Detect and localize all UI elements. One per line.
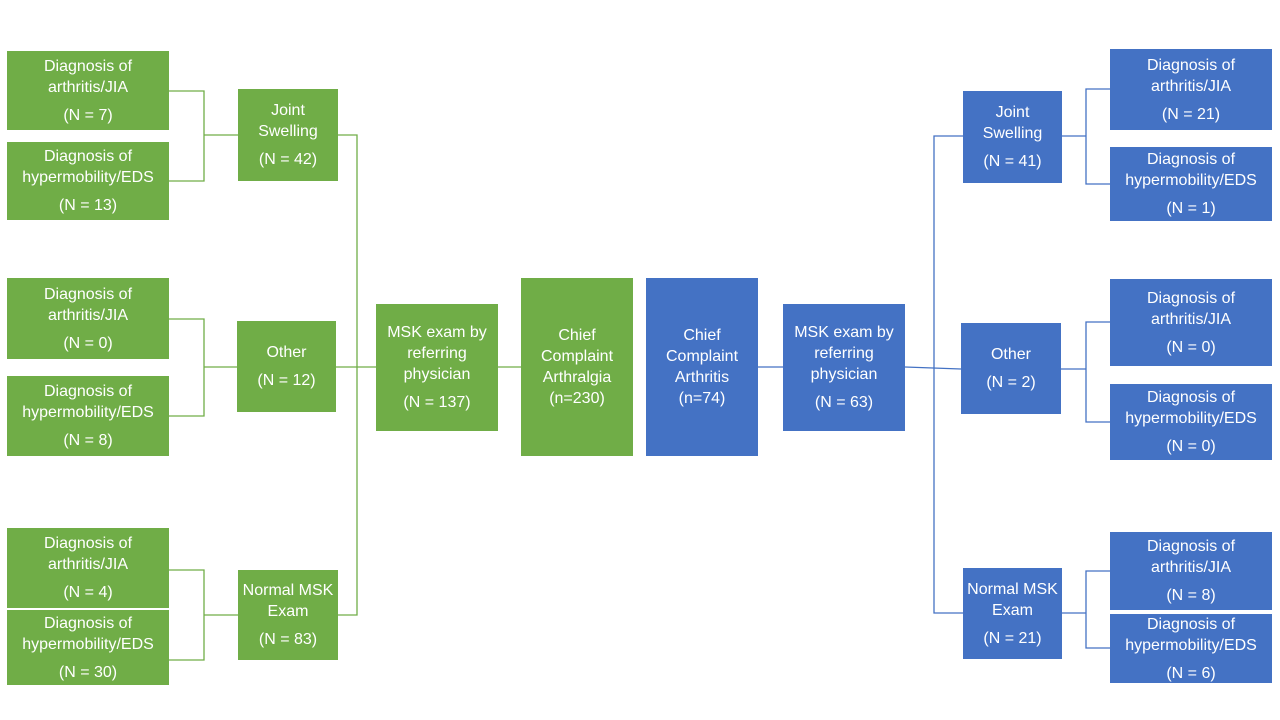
msk-exam-arthritis-box: MSK exam by referring physician (N = 63) (783, 304, 905, 431)
box-text: Chief (683, 327, 721, 344)
box-text: hypermobility/EDS (22, 169, 154, 186)
box-text: Exam (267, 603, 309, 620)
box-text: Other (266, 344, 307, 361)
box-count: (N = 7) (63, 106, 113, 124)
box-text: referring (407, 345, 467, 362)
box-count: (N = 42) (258, 151, 318, 168)
box-text: arthritis/JIA (47, 306, 128, 324)
box-count: (N = 6) (1166, 664, 1216, 682)
diagnosis-jia-swelling-arthralgia-box: Diagnosis of arthritis/JIA (N = 7) (7, 51, 169, 130)
box-text: Diagnosis of (43, 383, 133, 400)
diagnosis-jia-other-arthralgia-box: Diagnosis of arthritis/JIA (N = 0) (7, 278, 169, 359)
box-text: Diagnosis of (1146, 151, 1236, 168)
box-count: (N = 21) (1161, 105, 1221, 123)
box-count: (N = 2) (986, 374, 1036, 391)
box-count: (N = 12) (257, 372, 316, 389)
box-text: Normal MSK (967, 580, 1058, 598)
box-text: MSK exam by (794, 324, 894, 341)
box-text: Diagnosis of (1146, 538, 1236, 555)
left-connectors (169, 90, 521, 661)
box-text: Joint (995, 104, 1030, 121)
box-text: Swelling (982, 125, 1043, 142)
box-text: Diagnosis of (1146, 56, 1236, 74)
other-arthralgia-box: Other (N = 12) (237, 321, 336, 412)
box-text: Complaint (540, 348, 614, 365)
right-connectors (758, 88, 1110, 649)
box-text: Diagnosis of (43, 535, 133, 552)
box-text: arthritis/JIA (1150, 559, 1231, 576)
chief-complaint-arthralgia-box: Chief Complaint Arthralgia (n=230) (521, 278, 633, 456)
box-text: Normal MSK (242, 582, 334, 599)
box-text: Joint (271, 102, 305, 119)
box-count: (N = 41) (983, 153, 1042, 170)
diagnosis-eds-other-arthritis-box: Diagnosis of hypermobility/EDS (N = 0) (1110, 384, 1272, 460)
other-arthritis-box: Other (N = 2) (961, 323, 1061, 414)
box-count: (N = 13) (58, 197, 118, 214)
joint-swelling-arthritis-box: Joint Swelling (N = 41) (963, 91, 1062, 183)
box-count: (N = 8) (63, 432, 113, 449)
diagnosis-jia-other-arthritis-box: Diagnosis of arthritis/JIA (N = 0) (1110, 279, 1272, 366)
normal-msk-exam-arthritis-box: Normal MSK Exam (N = 21) (963, 568, 1062, 659)
box-count: (N = 21) (983, 629, 1042, 647)
diagnosis-eds-swelling-arthralgia-box: Diagnosis of hypermobility/EDS (N = 13) (7, 142, 169, 220)
diagnosis-eds-other-arthralgia-box: Diagnosis of hypermobility/EDS (N = 8) (7, 376, 169, 456)
diagnosis-eds-normal-arthralgia-box: Diagnosis of hypermobility/EDS (N = 30) (7, 610, 169, 685)
box-text: Complaint (665, 348, 739, 365)
box-text: physician (810, 366, 878, 383)
box-text: arthritis/JIA (1150, 310, 1231, 328)
box-text: Diagnosis of (43, 57, 133, 75)
box-count: (N = 83) (258, 631, 318, 648)
box-count: (N = 30) (58, 663, 118, 681)
diagnosis-jia-swelling-arthritis-box: Diagnosis of arthritis/JIA (N = 21) (1110, 49, 1272, 130)
diagnosis-eds-swelling-arthritis-box: Diagnosis of hypermobility/EDS (N = 1) (1110, 147, 1272, 221)
box-text: Diagnosis of (43, 285, 133, 303)
diagnosis-jia-normal-arthralgia-box: Diagnosis of arthritis/JIA (N = 4) (7, 528, 169, 608)
box-text: arthritis/JIA (47, 78, 128, 96)
box-text: Diagnosis of (1146, 615, 1236, 633)
box-text: arthritis/JIA (47, 556, 128, 573)
box-text: Diagnosis of (1146, 289, 1236, 307)
box-text: arthritis/JIA (1150, 77, 1231, 95)
box-text: referring (814, 345, 874, 362)
box-text: Diagnosis of (43, 614, 133, 632)
box-count: (N = 4) (63, 584, 113, 601)
box-text: hypermobility/EDS (22, 635, 154, 653)
joint-swelling-arthralgia-box: Joint Swelling (N = 42) (238, 89, 338, 181)
box-count: (N = 8) (1166, 587, 1216, 604)
box-text: Diagnosis of (1146, 389, 1236, 406)
box-text: hypermobility/EDS (22, 404, 154, 421)
msk-exam-arthralgia-box: MSK exam by referring physician (N = 137… (376, 304, 498, 431)
box-count: (N = 63) (814, 394, 874, 411)
box-count: (N = 0) (1166, 438, 1216, 455)
box-text: Exam (992, 601, 1033, 619)
box-text: hypermobility/EDS (1125, 410, 1257, 427)
box-count: (n=230) (549, 390, 605, 407)
box-count: (N = 1) (1166, 200, 1216, 217)
box-count: (N = 137) (403, 394, 471, 411)
box-text: physician (403, 366, 471, 383)
box-text: hypermobility/EDS (1125, 172, 1257, 189)
diagnosis-jia-normal-arthritis-box: Diagnosis of arthritis/JIA (N = 8) (1110, 532, 1272, 610)
box-text: Other (990, 346, 1031, 363)
normal-msk-exam-arthralgia-box: Normal MSK Exam (N = 83) (238, 570, 338, 660)
chief-complaint-arthritis-box: Chief Complaint Arthritis (n=74) (646, 278, 758, 456)
box-text: Diagnosis of (43, 148, 133, 165)
box-text: hypermobility/EDS (1125, 636, 1257, 654)
box-count: (N = 0) (63, 334, 113, 352)
box-text: Arthralgia (542, 369, 612, 386)
diagnosis-eds-normal-arthritis-box: Diagnosis of hypermobility/EDS (N = 6) (1110, 614, 1272, 683)
box-count: (n=74) (678, 390, 726, 407)
box-text: Chief (558, 327, 596, 344)
box-count: (N = 0) (1166, 338, 1216, 356)
box-text: Arthritis (674, 369, 730, 386)
box-text: Swelling (258, 123, 318, 140)
box-text: MSK exam by (387, 324, 487, 341)
